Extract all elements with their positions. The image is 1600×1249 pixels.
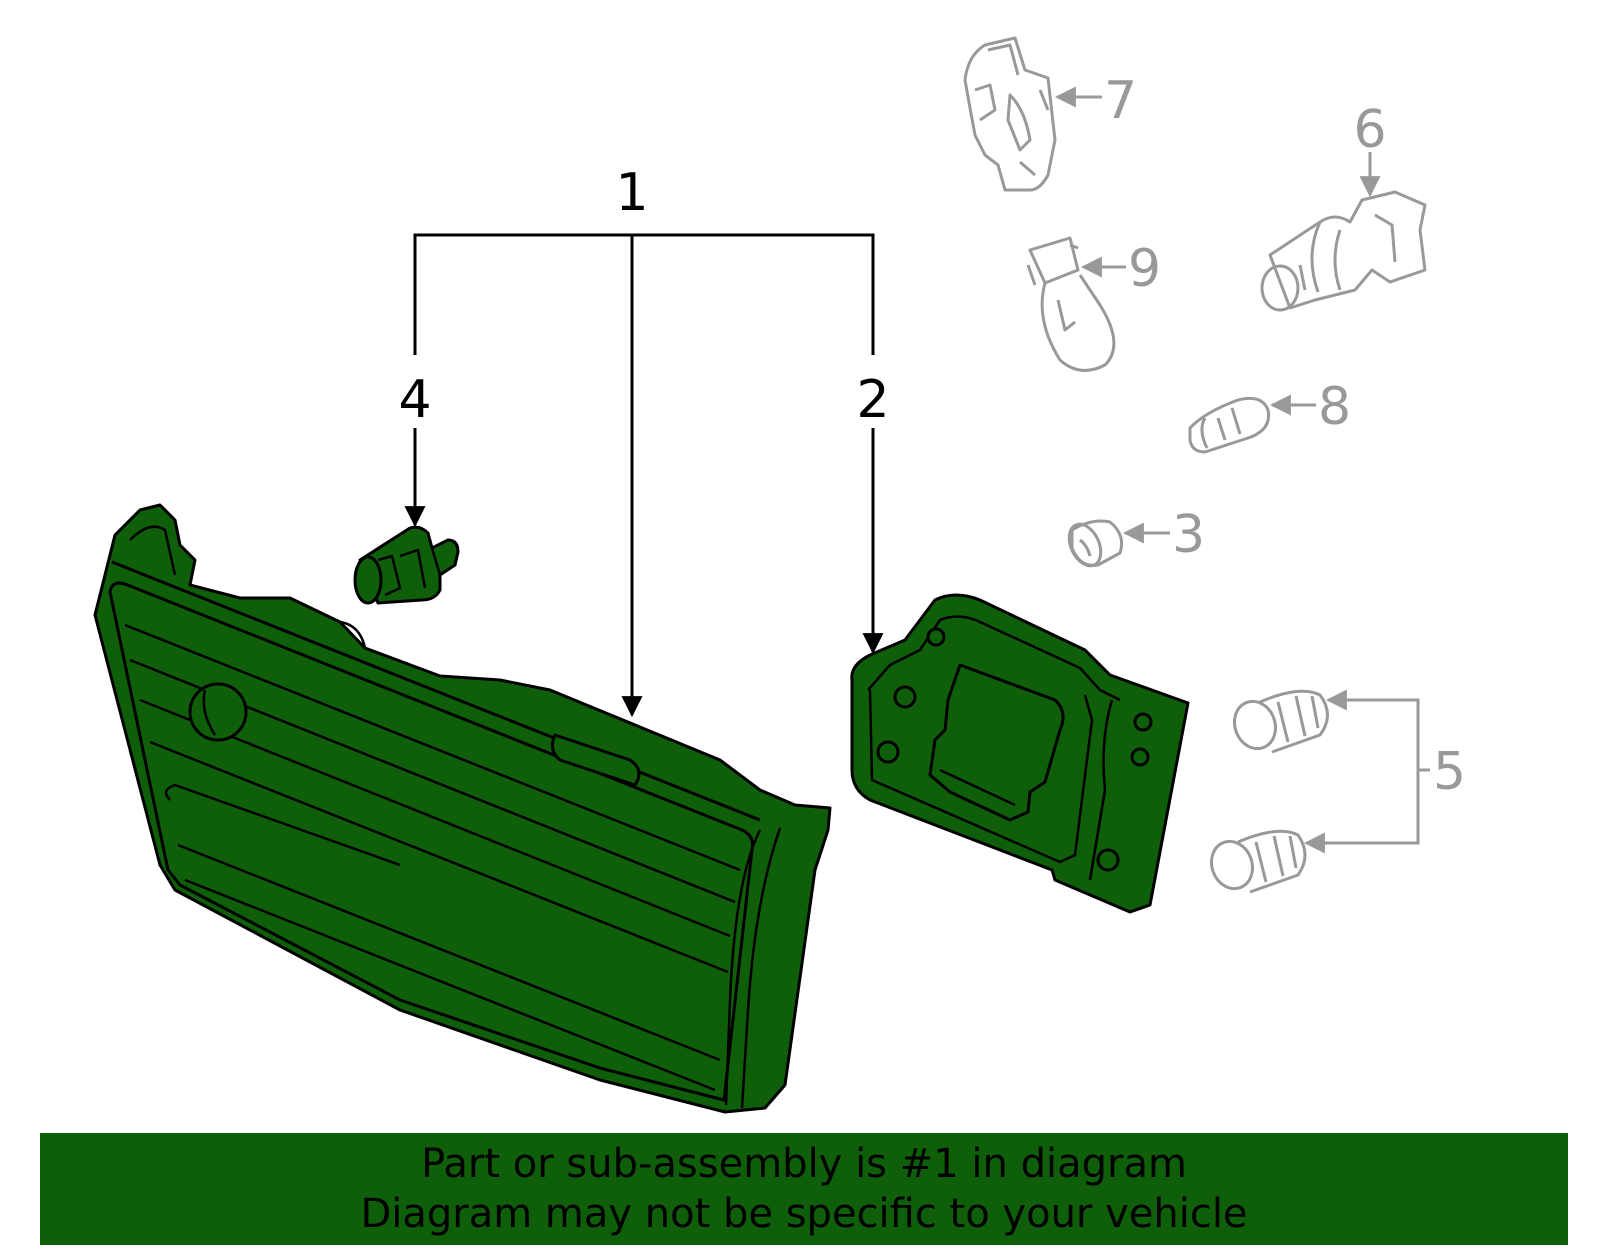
part-8-bulb	[1188, 396, 1271, 454]
callout-7: 7	[1104, 71, 1137, 131]
callout-6: 6	[1353, 100, 1386, 160]
leader-5-bracket	[1312, 698, 1420, 845]
part-9-bulb	[1026, 236, 1116, 372]
callout-8: 8	[1318, 377, 1351, 437]
callout-2: 2	[856, 370, 889, 430]
parts-diagram: 1 2 4 7 6 9 8 3 5	[93, 36, 1466, 1114]
callout-4: 4	[398, 370, 431, 430]
part-1-lamp-housing	[93, 503, 832, 1114]
part-3-bulb	[1067, 519, 1124, 568]
part-5-bulb-lower	[1209, 829, 1307, 894]
callout-3: 3	[1172, 505, 1205, 565]
part-7-housing	[963, 36, 1057, 192]
part-5-bulb-upper	[1232, 689, 1329, 754]
leader-bracket-1	[413, 233, 875, 355]
part-6-socket	[1260, 190, 1427, 312]
part-4-connector	[353, 525, 460, 605]
banner-line-1: Part or sub-assembly is #1 in diagram	[421, 1141, 1187, 1187]
callout-1: 1	[615, 163, 648, 223]
info-banner: Part or sub-assembly is #1 in diagram Di…	[40, 1133, 1568, 1245]
part-2-back-plate	[850, 593, 1190, 914]
leader-lines	[404, 86, 1430, 854]
callout-5: 5	[1433, 742, 1466, 802]
callout-9: 9	[1128, 239, 1161, 299]
banner-line-2: Diagram may not be specific to your vehi…	[360, 1191, 1248, 1237]
